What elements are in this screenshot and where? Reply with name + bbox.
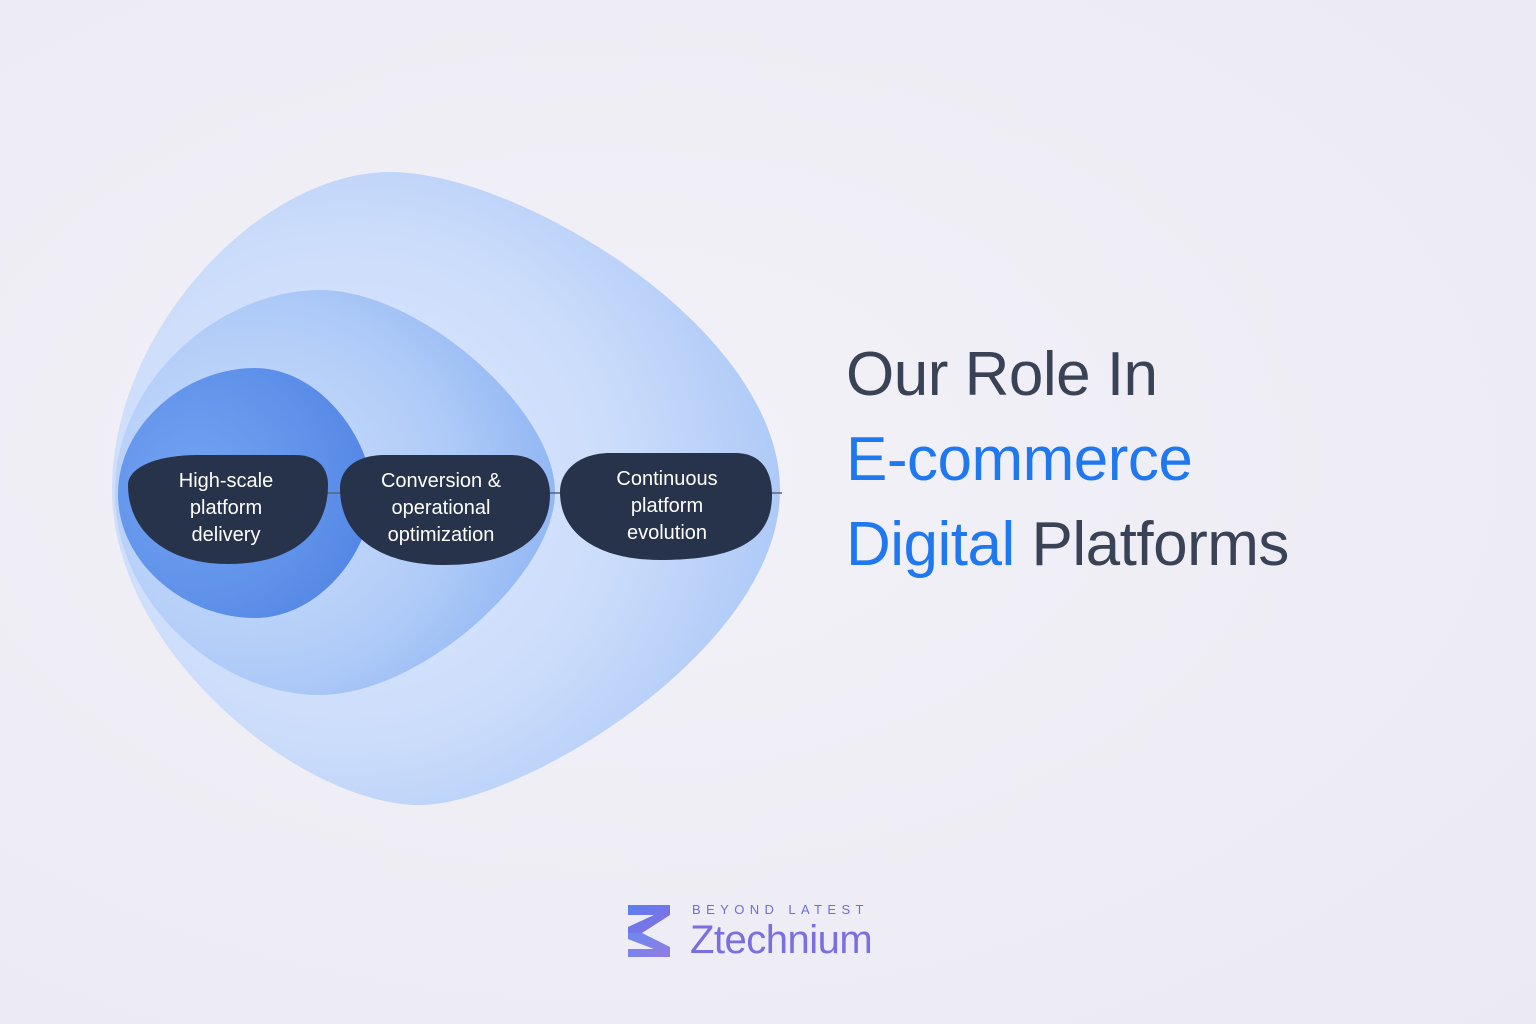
title-accent-word: Digital [846,510,1015,579]
node-3-line-2: platform [631,495,703,517]
node-2-line-2: operational [392,497,491,519]
title-line-3: Digital Platforms [846,502,1486,587]
title-rest-word: Platforms [1031,510,1290,579]
brand-logo: BEYOND LATEST Ztechnium [628,900,928,964]
node-high-scale-delivery: High-scale platform delivery [128,455,328,564]
node-conversion-optimization: Conversion & operational optimization [340,455,550,565]
node-continuous-evolution: Continuous platform evolution [560,453,772,560]
node-2-line-1: Conversion & [381,470,502,492]
title-line-2: E-commerce [846,425,1193,494]
brand-tagline: BEYOND LATEST [692,902,869,917]
node-1-line-1: High-scale [179,470,273,492]
ztechnium-logo-icon [628,905,670,957]
title-line-1: Our Role In [846,340,1158,409]
page-title: Our Role In E-commerce Digital Platforms [846,332,1486,587]
node-1-line-2: platform [190,497,262,519]
node-2-line-3: optimization [388,524,495,546]
node-1-line-3: delivery [192,524,261,546]
node-3-line-3: evolution [627,522,707,544]
node-3-line-1: Continuous [616,468,717,490]
brand-name: Ztechnium [690,918,873,962]
